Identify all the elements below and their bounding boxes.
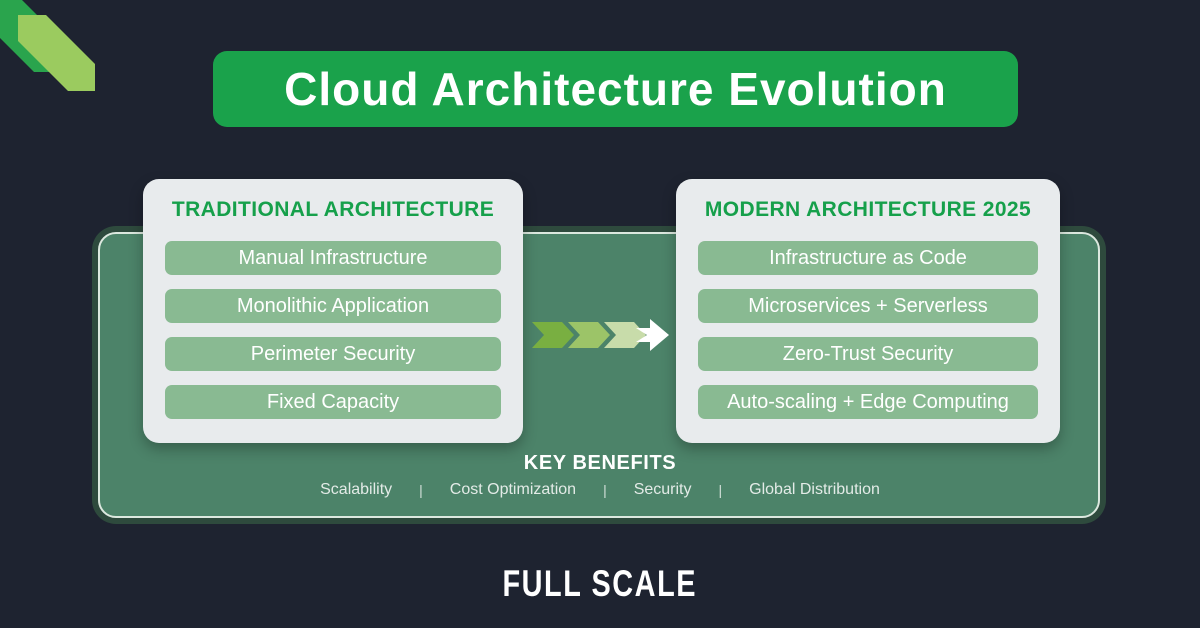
footer-brand: FULL SCALE xyxy=(0,563,1200,605)
traditional-card-title: TRADITIONAL ARCHITECTURE xyxy=(171,198,495,221)
key-benefits-title: KEY BENEFITS xyxy=(523,452,677,474)
traditional-item-1: Manual Infrastructure xyxy=(165,241,501,275)
arrow-head xyxy=(636,319,669,351)
benefit-item-cost-optimization: Cost Optimization xyxy=(449,481,577,498)
key-benefits-list: Scalability | Cost Optimization | Securi… xyxy=(0,481,1200,499)
modern-item-3: Zero-Trust Security xyxy=(698,337,1038,371)
traditional-item-3: Perimeter Security xyxy=(165,337,501,371)
corner-ribbon-icon xyxy=(0,0,95,91)
modern-item-4: Auto-scaling + Edge Computing xyxy=(698,385,1038,419)
benefit-item-global-distribution: Global Distribution xyxy=(749,481,880,498)
benefit-separator: | xyxy=(603,482,607,498)
traditional-item-2: Monolithic Application xyxy=(165,289,501,323)
arrow-chevron-3 xyxy=(604,322,646,348)
benefit-separator: | xyxy=(718,482,723,498)
title-banner: Cloud Architecture Evolution xyxy=(213,51,1018,127)
modern-item-2: Microservices + Serverless xyxy=(698,289,1038,323)
arrow-chevron-1 xyxy=(532,322,574,348)
modern-item-1: Infrastructure as Code xyxy=(698,241,1038,275)
modern-card-title: MODERN ARCHITECTURE 2025 xyxy=(704,198,1032,221)
modern-architecture-card: MODERN ARCHITECTURE 2025 Infrastructure … xyxy=(676,179,1060,443)
page-title: Cloud Architecture Evolution xyxy=(284,63,947,115)
evolution-arrow-icon xyxy=(532,319,669,351)
benefit-item-security: Security xyxy=(633,481,692,498)
benefit-separator: | xyxy=(419,482,423,498)
traditional-architecture-card: TRADITIONAL ARCHITECTURE Manual Infrastr… xyxy=(143,179,523,443)
arrow-chevron-2 xyxy=(568,322,610,348)
full-scale-logo: FULL SCALE xyxy=(502,563,698,604)
ribbon-light-shape xyxy=(18,15,95,91)
benefit-item-scalability: Scalability xyxy=(320,481,393,498)
traditional-item-4: Fixed Capacity xyxy=(165,385,501,419)
